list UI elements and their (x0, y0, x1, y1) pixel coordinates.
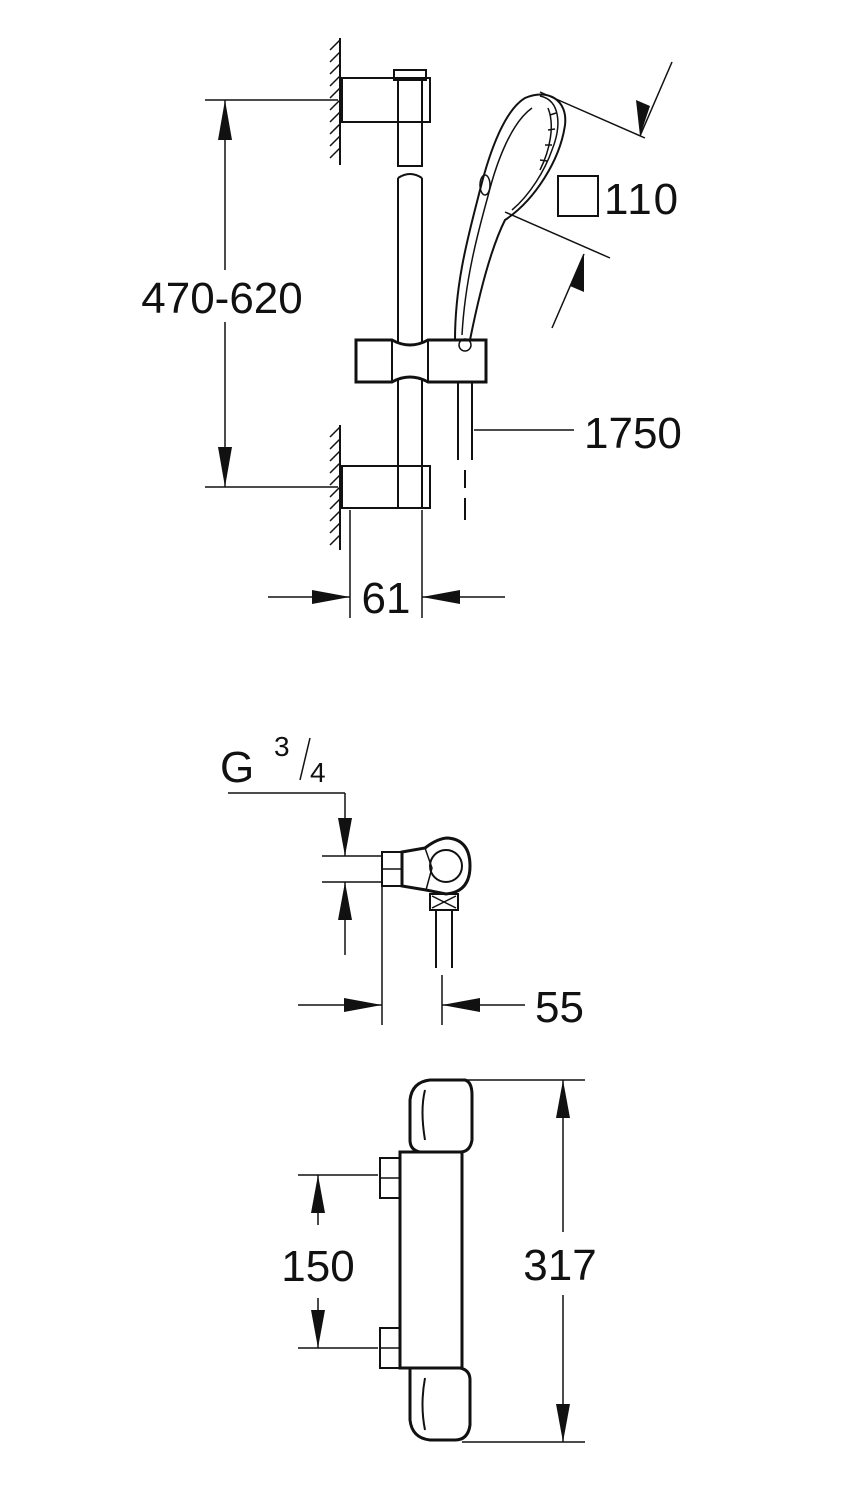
lower-rail-bracket (341, 465, 431, 509)
thermostat-front-view: 150 317 (281, 1078, 597, 1443)
thermostat-side-body (381, 836, 472, 968)
thread-prefix-label: G (220, 743, 254, 792)
connection-spacing-label: 150 (281, 1242, 354, 1291)
thermostat-side-view: G 3 4 (220, 731, 584, 1032)
upper-rail-bracket (341, 69, 431, 167)
side-depth-dimension (298, 886, 525, 1025)
upper-wall-hatch (329, 38, 341, 165)
slider-holder (354, 338, 488, 384)
rail-height-label: 470-620 (141, 274, 302, 323)
thread-denominator-label: 4 (310, 757, 326, 788)
thread-fraction-slash (299, 737, 311, 781)
wall-offset-dimension (268, 510, 505, 618)
wall-offset-label: 61 (362, 574, 411, 623)
lower-wall-hatch (329, 425, 341, 550)
hand-shower-size-label: 110 (604, 175, 680, 224)
shower-rail-view: 470-620 110 1750 61 (118, 38, 682, 623)
shower-hose (457, 382, 473, 520)
thread-dimension (228, 792, 382, 955)
overall-width-dimension (462, 1079, 585, 1443)
rail-height-dimension (118, 99, 338, 488)
connection-spacing-dimension (298, 1174, 378, 1349)
hand-shower (453, 93, 567, 352)
slide-rail (397, 173, 423, 470)
side-depth-label: 55 (535, 983, 584, 1032)
thermostat-front-body (379, 1078, 474, 1442)
overall-width-label: 317 (523, 1241, 596, 1290)
hand-shower-size-dimension (504, 61, 673, 329)
hose-length-label: 1750 (584, 409, 682, 458)
thread-numerator-label: 3 (274, 731, 290, 762)
